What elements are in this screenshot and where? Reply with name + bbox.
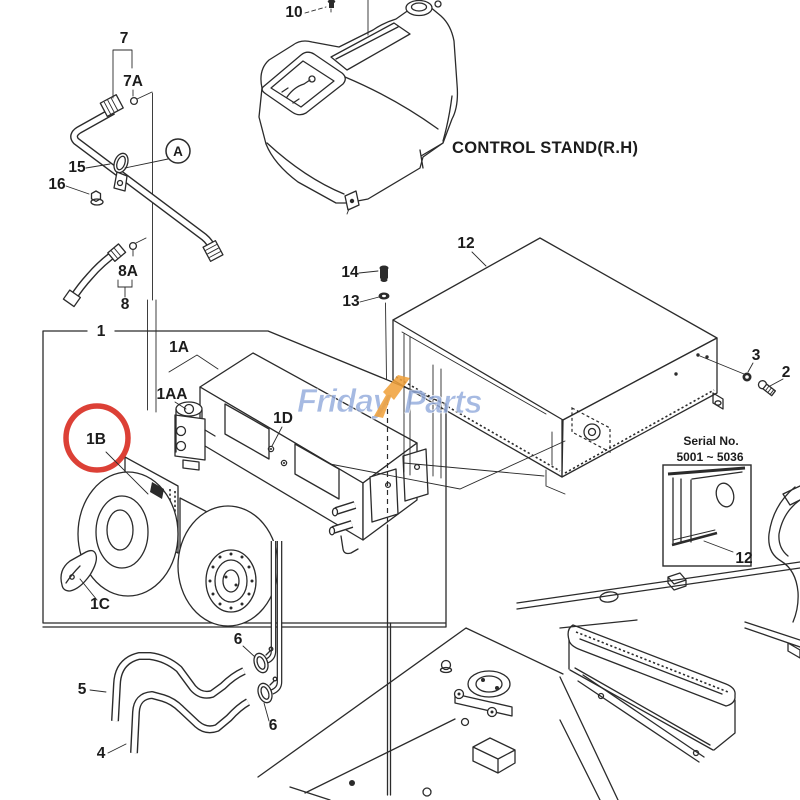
callout-14: 14 — [341, 264, 359, 281]
callout-6-lower: 6 — [269, 717, 278, 734]
small-hose-8 — [62, 237, 147, 308]
callout-A: A — [173, 144, 183, 159]
leader-lines — [65, 6, 784, 754]
callout-2: 2 — [782, 364, 791, 381]
serial-number-title: Serial No. — [683, 434, 738, 448]
callout-1B: 1B — [86, 431, 106, 448]
callout-6-upper: 6 — [234, 631, 243, 648]
pipe-fitting-top — [99, 94, 124, 118]
callout-12-inset: 12 — [735, 550, 752, 567]
callout-16: 16 — [48, 176, 66, 193]
callout-A-circle — [165, 138, 191, 164]
highlight-circle-1B — [63, 403, 131, 473]
callout-1C: 1C — [90, 596, 110, 613]
callout-1AA: 1AA — [156, 386, 187, 403]
callout-10: 10 — [285, 4, 302, 21]
callout-8A: 8A — [118, 263, 138, 280]
hoses-and-clamps — [111, 541, 283, 754]
callout-1A: 1A — [169, 339, 189, 356]
callout-7A: 7A — [123, 73, 143, 90]
pipe-clamp-15 — [113, 152, 129, 174]
callout-1: 1 — [97, 323, 106, 340]
blower-assembly — [60, 456, 279, 627]
callout-7: 7 — [120, 30, 129, 47]
heater-unit — [174, 352, 429, 555]
callout-13: 13 — [342, 293, 360, 310]
callout-8: 8 — [121, 296, 130, 313]
chassis-floor — [257, 485, 800, 800]
callout-5: 5 — [78, 681, 87, 698]
watermark-logo: Friday Parts — [297, 375, 484, 420]
control-stand-caption: CONTROL STAND(R.H) — [452, 139, 638, 157]
group-box-part1 — [42, 330, 447, 628]
hose-clamp-upper — [253, 652, 269, 674]
control-stand — [258, 0, 459, 215]
callout-labels: 7 7A A 15 16 8A 8 1 10 14 13 12 3 2 1A 1… — [48, 4, 790, 762]
callout-3: 3 — [752, 347, 761, 364]
callout-4: 4 — [97, 745, 106, 762]
watermark-slash-icon — [374, 375, 410, 418]
callout-15: 15 — [68, 159, 86, 176]
hose-clamp-lower — [257, 682, 273, 704]
assembly-axis-lines — [386, 400, 392, 796]
watermark-word1: Friday — [297, 382, 393, 419]
callout-12: 12 — [457, 235, 474, 252]
serial-number-range: 5001 ~ 5036 — [676, 450, 743, 464]
serial-inset — [662, 464, 752, 567]
cover-box-12 — [329, 237, 777, 495]
heater-pipe-assembly — [70, 91, 224, 262]
pipe-fitting-bottom — [202, 240, 224, 262]
fan-grille-dots — [208, 552, 254, 610]
bolt-2-glyph — [757, 380, 777, 397]
watermark-word2: Parts — [404, 383, 482, 420]
callout-1D: 1D — [273, 410, 293, 427]
